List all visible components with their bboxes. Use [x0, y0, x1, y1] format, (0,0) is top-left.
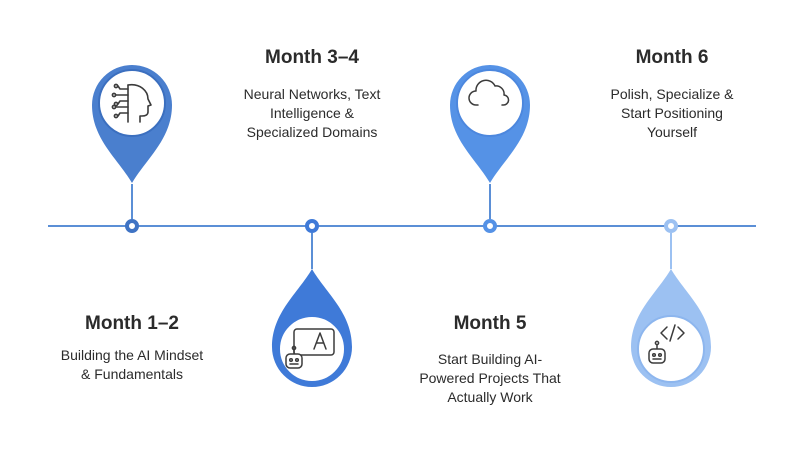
milestone-3-node — [483, 219, 497, 233]
milestone-1-node — [125, 219, 139, 233]
milestone-3-pin — [450, 65, 530, 183]
milestone-2-description: Neural Networks, Text Intelligence & Spe… — [243, 86, 381, 140]
milestone-4-pin — [631, 269, 711, 387]
milestone-4-description: Polish, Specialize & Start Positioning Y… — [610, 86, 734, 140]
robot-chat-icon — [285, 328, 335, 369]
robot-code-icon — [648, 324, 685, 364]
milestone-4-node — [664, 219, 678, 233]
milestone-3-stem — [489, 184, 491, 219]
milestone-1-stem — [131, 184, 133, 219]
ai-head-icon — [111, 83, 152, 123]
milestone-2-title: Month 3–4 — [265, 47, 359, 68]
milestone-2-pin — [272, 269, 352, 387]
milestone-3-title: Month 5 — [453, 313, 527, 334]
milestone-3-description: Start Building AI- Powered Projects That… — [419, 351, 561, 405]
milestone-4-stem — [670, 233, 672, 269]
cloud-api-icon — [468, 79, 510, 106]
timeline-line — [48, 225, 756, 227]
milestone-1-description: Building the AI Mindset & Fundamentals — [60, 347, 204, 382]
milestone-4-title: Month 6 — [635, 47, 709, 68]
milestone-1-title: Month 1–2 — [85, 313, 179, 334]
milestone-2-node — [305, 219, 319, 233]
milestone-1-pin — [92, 65, 172, 183]
milestone-2-stem — [311, 233, 313, 269]
